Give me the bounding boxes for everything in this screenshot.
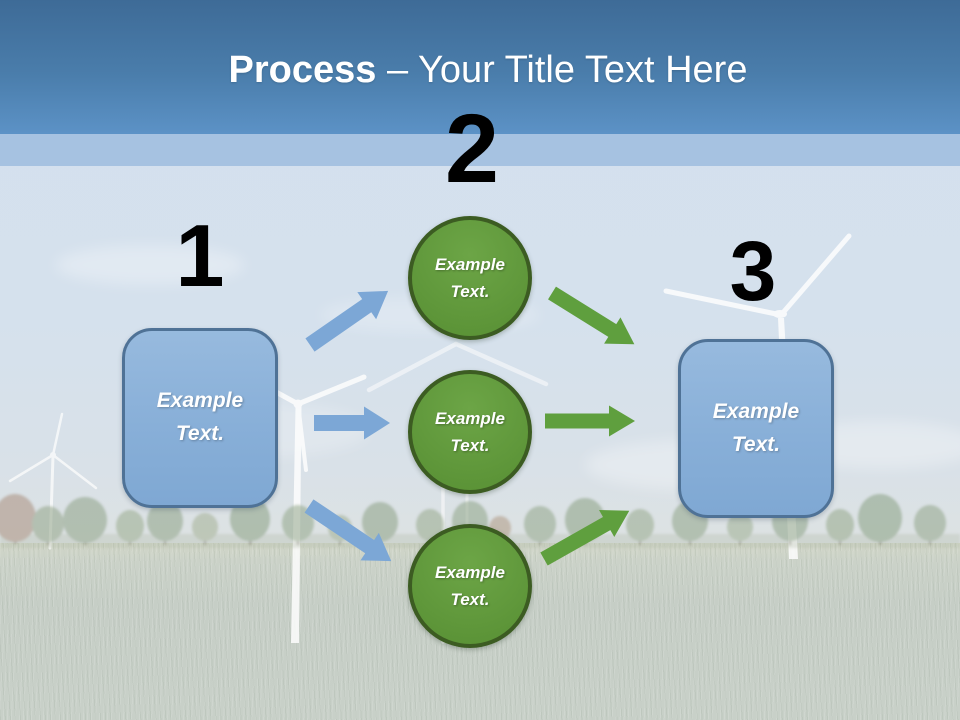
- slide-title: Process – Your Title Text Here: [0, 49, 960, 92]
- process-start-label: Example Text.: [156, 389, 244, 445]
- process-end-label: Example Text.: [712, 399, 800, 456]
- step-number-2: 2: [445, 94, 499, 203]
- process-circle-2-label: Example Text.: [435, 408, 505, 455]
- process-circle-1-label: Example Text.: [435, 254, 505, 301]
- header-accent-band: [0, 134, 960, 166]
- process-circle-3-label: Example Text.: [435, 562, 505, 609]
- slide-title-subtitle: – Your Title Text Here: [386, 49, 748, 91]
- process-end-box: Example Text.: [678, 339, 834, 518]
- process-circle-1: Example Text.: [408, 216, 532, 340]
- process-circle-3: Example Text.: [408, 524, 532, 648]
- step-number-3: 3: [729, 224, 777, 318]
- step-number-1: 1: [175, 206, 225, 305]
- slide-title-keyword: Process: [228, 49, 377, 91]
- process-start-box: Example Text.: [122, 328, 278, 508]
- header-banner: [0, 0, 960, 134]
- process-circle-2: Example Text.: [408, 370, 532, 494]
